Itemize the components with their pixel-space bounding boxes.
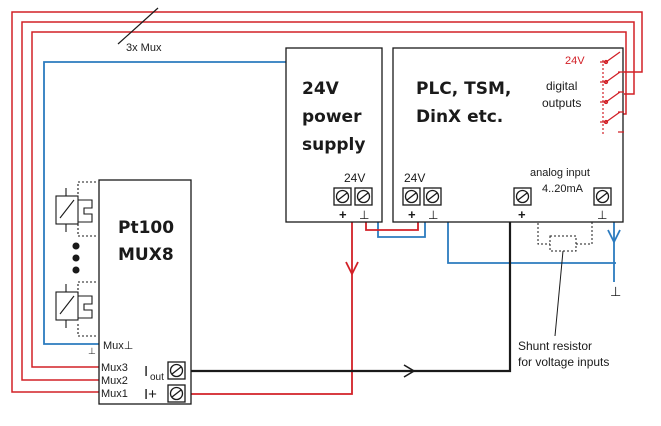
plc-ground-terminal[interactable] bbox=[423, 187, 442, 206]
iplus-terminal[interactable] bbox=[167, 384, 186, 403]
plc-box: PLC, TSM, DinX etc. 24V digital outputs … bbox=[392, 47, 624, 223]
psu-ground-sign: ⊥ bbox=[359, 208, 369, 222]
psu-ground-terminal[interactable] bbox=[354, 187, 373, 206]
iout-label: I bbox=[144, 363, 148, 380]
analog-ground-sign: ⊥ bbox=[597, 208, 607, 222]
mux3-label: Mux3 bbox=[101, 362, 128, 374]
pt100-sensor-top bbox=[55, 181, 96, 237]
plc-plus-terminal[interactable] bbox=[402, 187, 421, 206]
mux2-label: Mux2 bbox=[101, 375, 128, 387]
mux-ground-label: Mux⊥ bbox=[103, 340, 133, 352]
digital-output-contacts-solid bbox=[600, 51, 624, 133]
psu-plus-sign: + bbox=[339, 207, 347, 222]
current-arrow bbox=[403, 364, 416, 378]
plc-title-2: DinX etc. bbox=[416, 107, 503, 127]
ellipsis-dot bbox=[72, 266, 80, 274]
red-power-wires bbox=[188, 200, 419, 395]
mux-title-1: Pt100 bbox=[118, 218, 174, 238]
iout-terminal[interactable] bbox=[167, 361, 186, 380]
plc-title-1: PLC, TSM, bbox=[416, 79, 511, 99]
analog-input-label-1: analog input bbox=[530, 167, 590, 179]
analog-input-label-2: 4..20mA bbox=[542, 183, 584, 195]
psu-voltage-label: 24V bbox=[344, 171, 365, 185]
bus-slash bbox=[117, 7, 159, 45]
plc-voltage-label: 24V bbox=[404, 171, 425, 185]
shunt-resistor bbox=[523, 205, 607, 337]
digital-outputs-label-1: digital bbox=[546, 79, 577, 93]
psu-title-3: supply bbox=[302, 135, 365, 155]
mux-ground-mark: ⊥ bbox=[88, 346, 96, 356]
mux-bus-wires bbox=[11, 7, 643, 393]
psu-plus-terminal[interactable] bbox=[333, 187, 352, 206]
iout-subscript: out bbox=[150, 372, 164, 383]
shunt-label-1: Shunt resistor bbox=[518, 339, 592, 353]
analog-plus-sign: + bbox=[518, 207, 526, 222]
mux-bus-label: 3x Mux bbox=[126, 42, 162, 54]
ellipsis-dot bbox=[72, 254, 80, 262]
mux1-label: Mux1 bbox=[101, 388, 128, 400]
mux-title-2: MUX8 bbox=[118, 245, 174, 265]
psu-title-1: 24V bbox=[302, 79, 340, 99]
shunt-label-2: for voltage inputs bbox=[518, 355, 609, 369]
analog-ground-terminal[interactable] bbox=[593, 187, 612, 206]
current-loop-wire bbox=[188, 199, 521, 378]
iplus-label: I+ bbox=[144, 386, 157, 403]
digital-voltage-label: 24V bbox=[565, 55, 585, 67]
ellipsis-dot bbox=[72, 242, 80, 250]
psu-plus-arrow bbox=[345, 261, 359, 277]
psu-title-2: power bbox=[302, 107, 362, 127]
mux3-wire bbox=[31, 31, 627, 368]
mux1-wire bbox=[11, 11, 643, 393]
mux2-wire bbox=[21, 21, 635, 381]
digital-outputs-label-2: outputs bbox=[542, 96, 581, 110]
pt100-sensor-bottom bbox=[55, 281, 96, 337]
plc-plus-sign: + bbox=[408, 207, 416, 222]
plc-ground-sign: ⊥ bbox=[428, 208, 438, 222]
power-supply-box: 24V power supply 24V + ⊥ bbox=[285, 47, 383, 223]
analog-plus-terminal[interactable] bbox=[513, 187, 532, 206]
psu-plus-wire bbox=[188, 200, 353, 395]
pt100-sensors bbox=[55, 181, 96, 337]
analog-ground-arrow bbox=[607, 229, 621, 245]
external-ground-symbol: ⊥ bbox=[610, 284, 621, 299]
mux8-box: Pt100 MUX8 Mux⊥ Mux3 Mux2 Mux1 I out I+ bbox=[98, 179, 192, 405]
shunt-body bbox=[549, 235, 577, 252]
